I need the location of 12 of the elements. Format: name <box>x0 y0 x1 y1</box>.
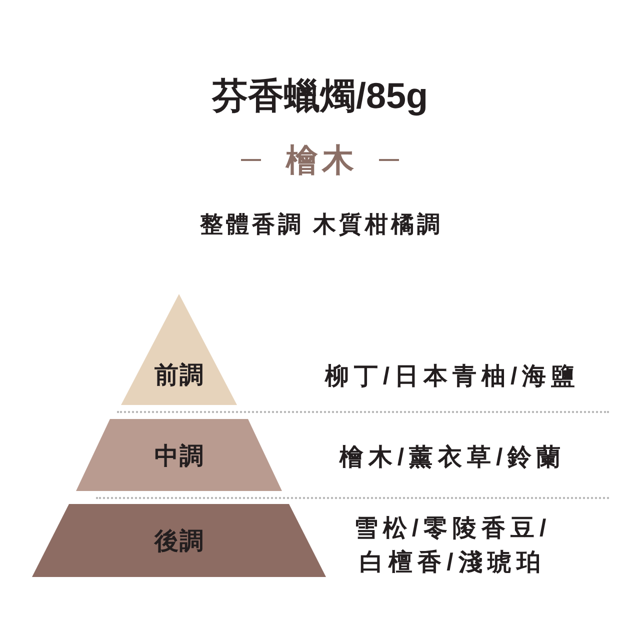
tier-label: 中調 <box>154 442 204 472</box>
tier-label: 前調 <box>154 361 204 391</box>
note-list: 柳丁/日本青柚/海鹽 <box>320 360 580 394</box>
pyramid-tier <box>32 504 326 577</box>
note-list: 檜木/薰衣草/鈴蘭 <box>334 441 566 475</box>
tier-label: 後調 <box>154 527 204 557</box>
pyramid-top-tier <box>121 294 237 405</box>
title: 芬香蠟燭/85g <box>212 74 428 118</box>
subtitle: 檜木 <box>284 141 358 180</box>
pyramid-tier <box>76 419 282 491</box>
scent-summary: 整體香調 木質柑橘調 <box>198 210 444 239</box>
note-list: 雪松/零陵香豆/白檀香/淺琥珀 <box>343 512 557 580</box>
